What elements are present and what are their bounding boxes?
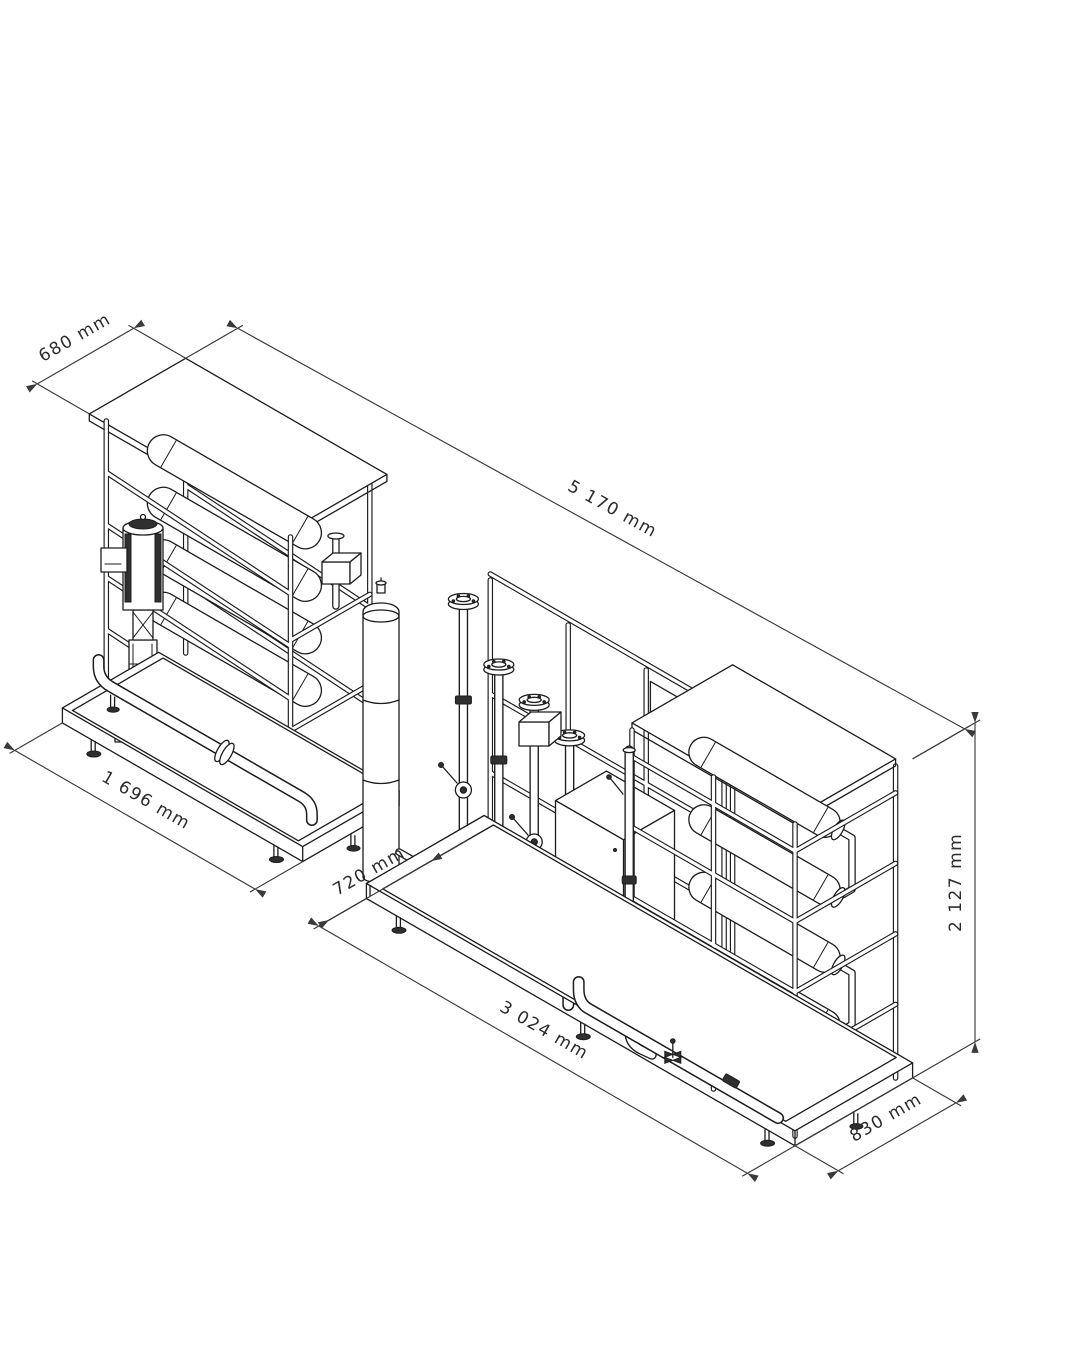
dimension-label-1696: 1 696 mm <box>98 767 194 834</box>
dimension-2127: 2 127 mm <box>794 711 981 1147</box>
pipe-flange <box>518 693 550 712</box>
pipe-flange <box>483 658 515 676</box>
interconnect-pipes-right <box>830 819 856 1043</box>
dimension-label-2127: 2 127 mm <box>946 833 966 932</box>
butterfly-valve <box>438 762 473 799</box>
pipe-flange <box>447 592 480 611</box>
dimension-label-5170: 5 170 mm <box>564 477 660 543</box>
actuated-valve-middle <box>518 711 562 747</box>
dimension-label-680: 680 mm <box>35 309 114 366</box>
dimension-label-3024: 3 024 mm <box>496 997 592 1064</box>
filter-vent-valve <box>375 580 387 586</box>
motor-terminal-box <box>100 547 128 573</box>
motor-fan-cover <box>128 518 158 530</box>
